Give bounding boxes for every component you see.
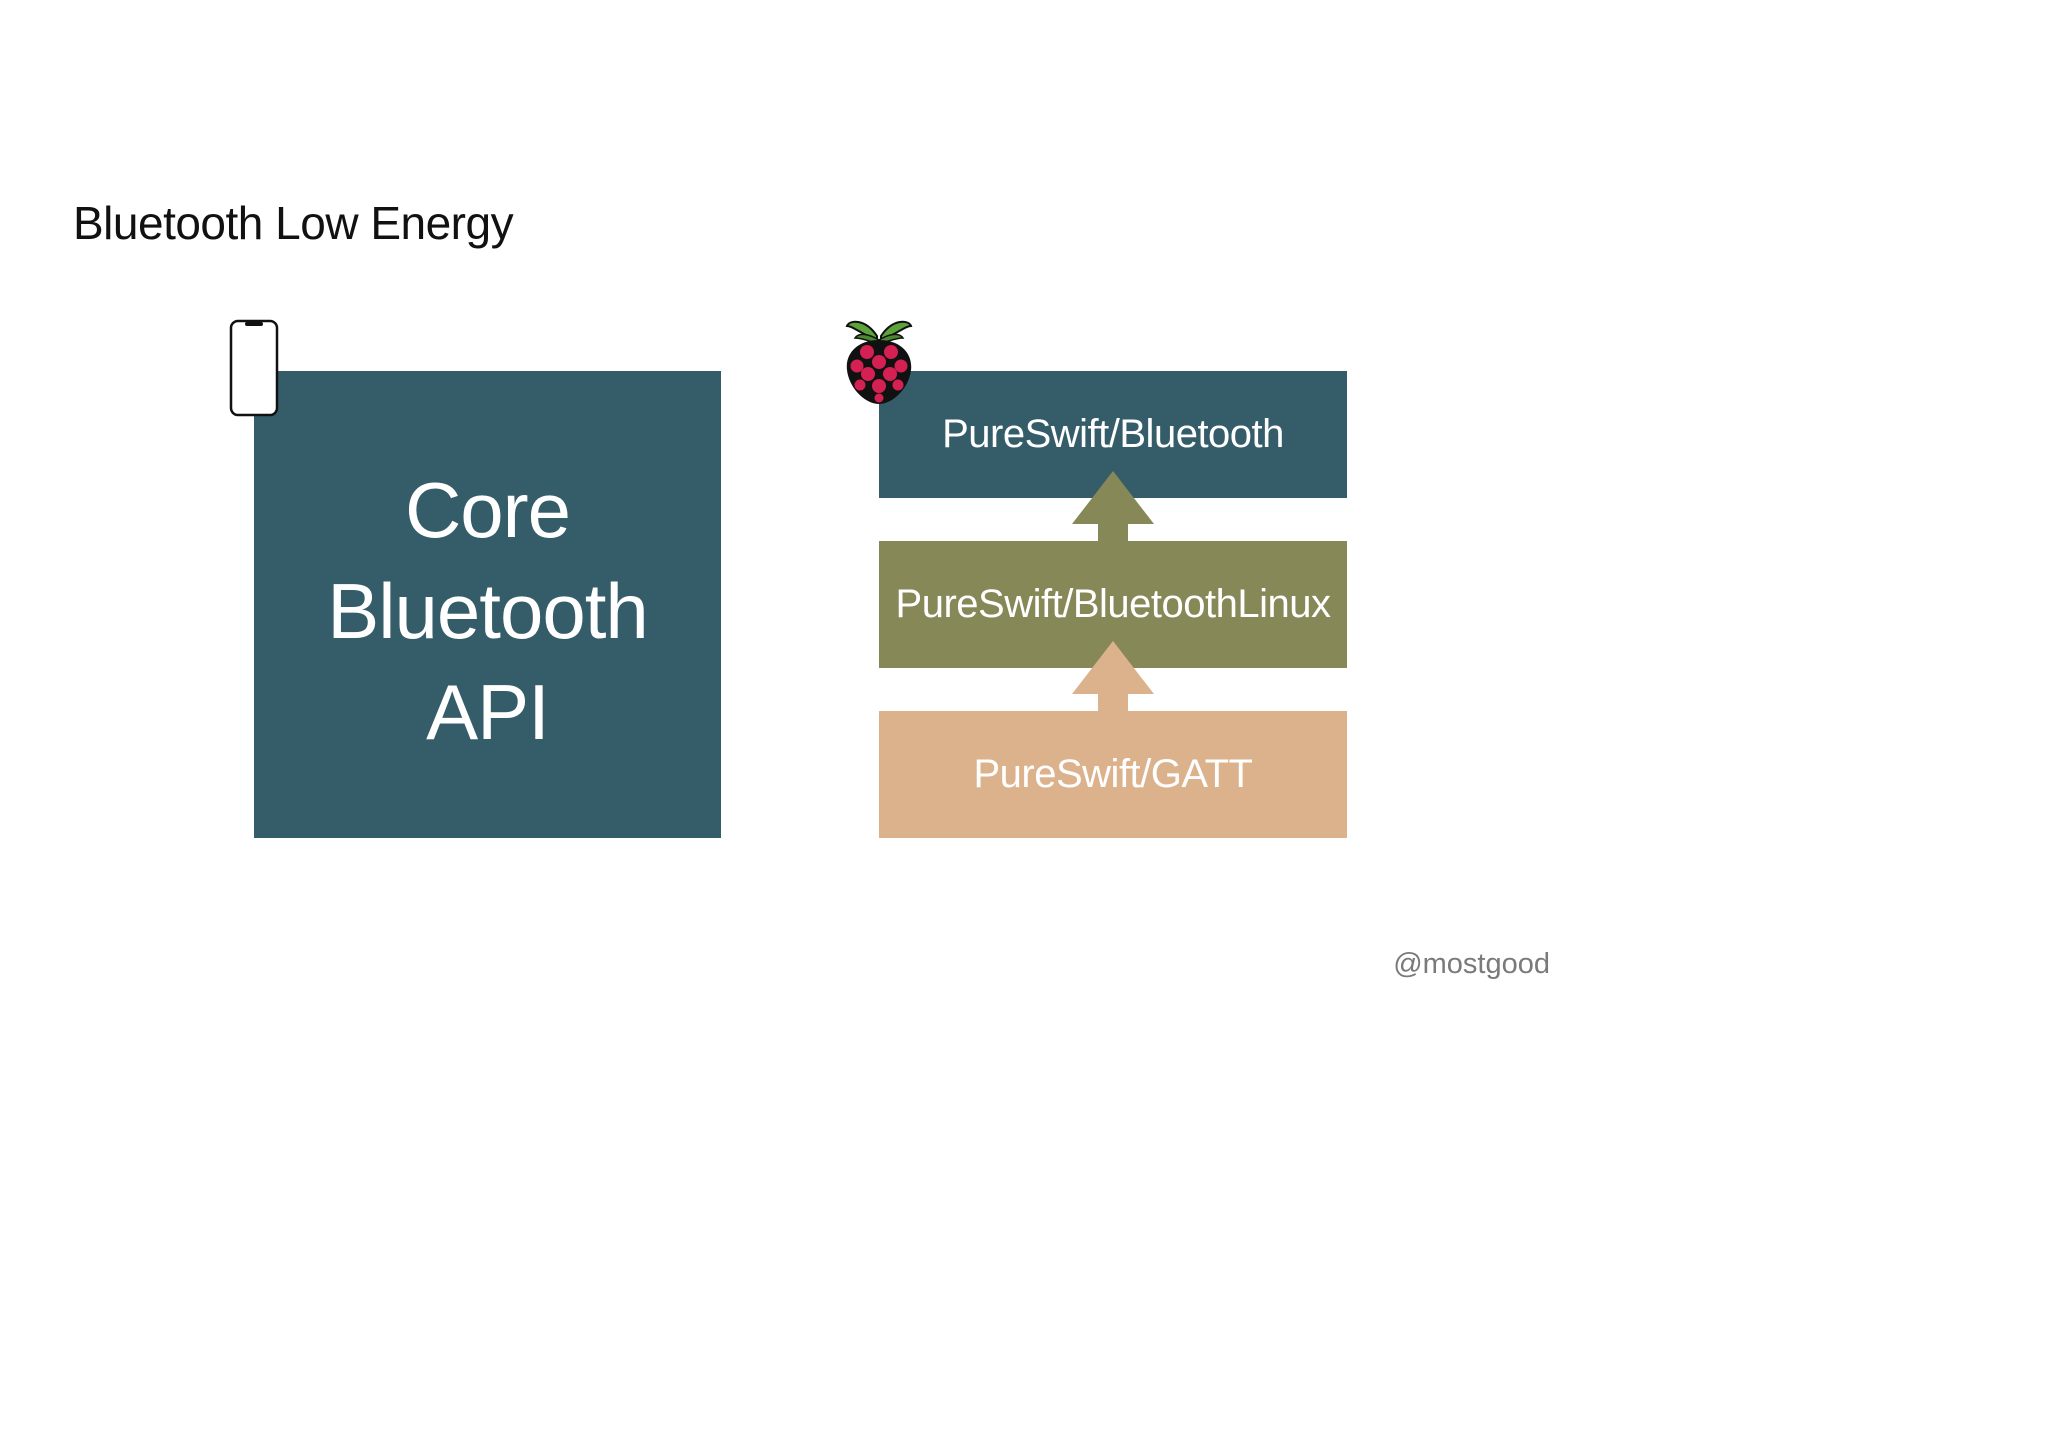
core-line-2: Bluetooth: [327, 567, 649, 655]
arrow-up-icon: [1072, 641, 1154, 712]
author-handle: @mostgood: [1393, 948, 1550, 980]
layer-pureswift-gatt: PureSwift/GATT: [879, 711, 1347, 838]
core-bluetooth-label: Core Bluetooth API: [254, 460, 721, 763]
core-bluetooth-box: Core Bluetooth API: [254, 371, 721, 838]
raspberry-pi-icon: [845, 320, 913, 404]
iphone-icon: [229, 319, 279, 417]
slide-title: Bluetooth Low Energy: [73, 197, 514, 249]
core-line-1: Core: [404, 466, 571, 554]
core-line-3: API: [426, 668, 550, 756]
layer-label: PureSwift/BluetoothLinux: [895, 582, 1331, 626]
layer-label: PureSwift/Bluetooth: [942, 412, 1284, 456]
arrow-up-icon: [1072, 471, 1154, 542]
layer-label: PureSwift/GATT: [973, 752, 1253, 796]
